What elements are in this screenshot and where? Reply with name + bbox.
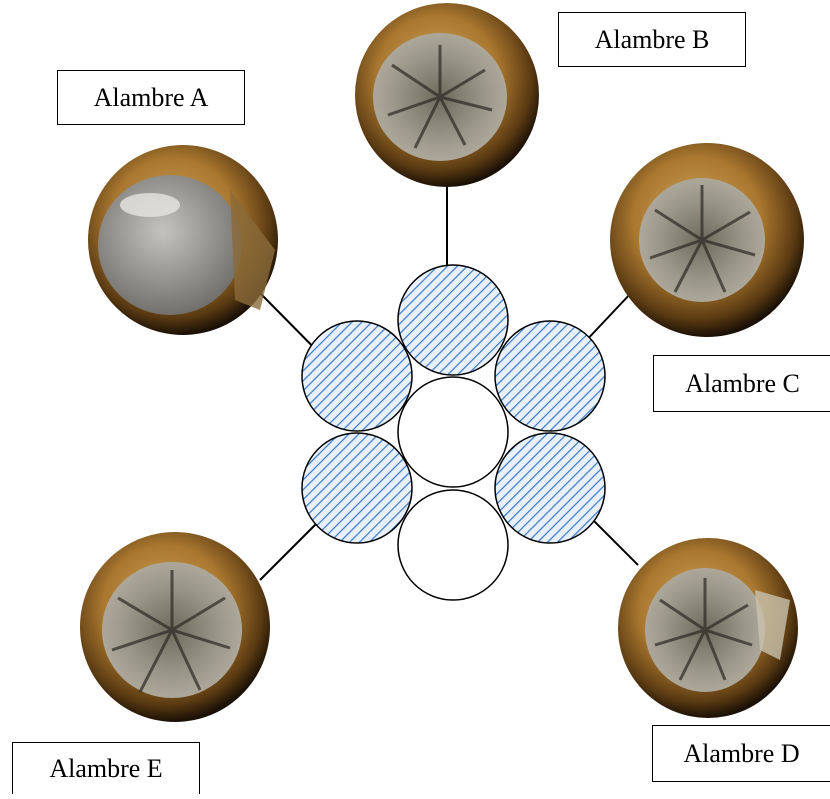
fracture-photo-e (80, 532, 270, 722)
label-wire-e: Alambre E (12, 742, 200, 794)
outer-wire-c (494, 320, 606, 432)
fracture-photo-a (88, 145, 278, 335)
label-wire-a: Alambre A (57, 70, 245, 125)
fracture-photo-b (355, 3, 539, 187)
core-wire-lower (397, 489, 509, 601)
fracture-photo-c (610, 143, 804, 337)
fracture-photo-d (618, 538, 798, 718)
outer-wire-d (494, 432, 606, 544)
label-wire-d: Alambre D (652, 725, 830, 782)
outer-wire-a (301, 320, 413, 432)
label-wire-c: Alambre C (653, 355, 830, 412)
core-wire-upper (397, 376, 509, 488)
outer-wire-e (301, 432, 413, 544)
label-wire-b: Alambre B (558, 12, 746, 67)
outer-wire-b (397, 264, 509, 376)
